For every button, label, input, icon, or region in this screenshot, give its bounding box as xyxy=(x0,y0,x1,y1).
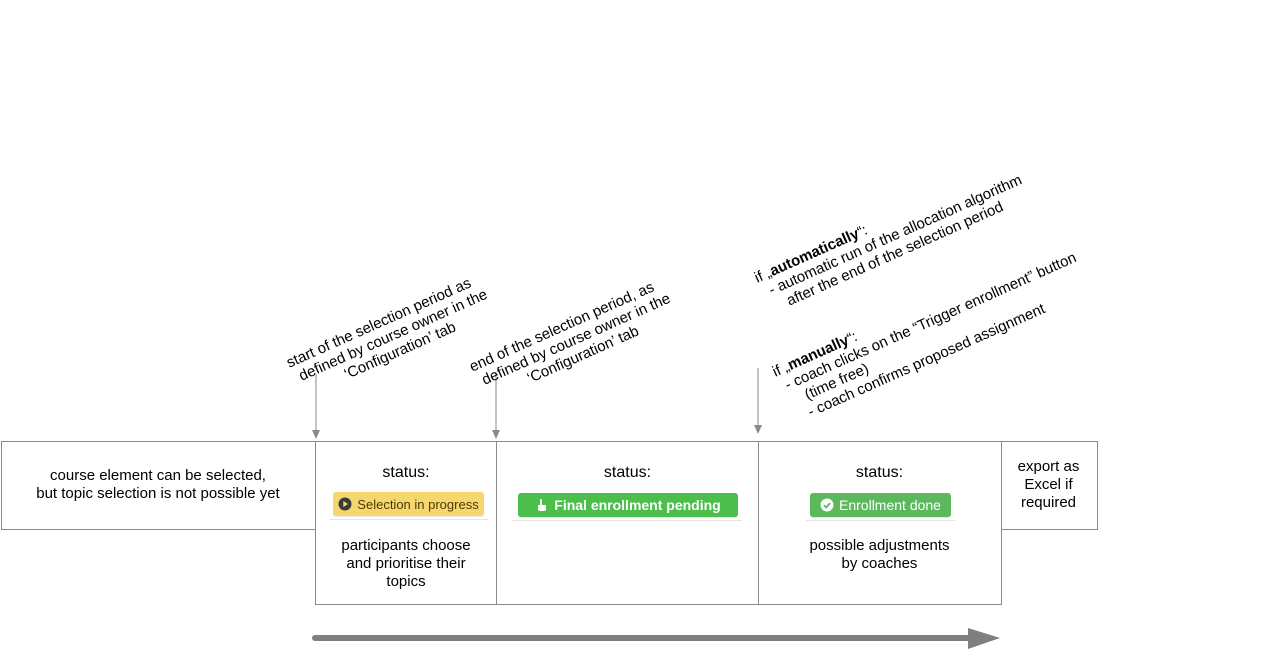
final-enrollment-pending-badge-text: Final enrollment pending xyxy=(554,497,721,513)
phase-pending-status-label: status: xyxy=(603,464,652,481)
enrollment-done-badge: Enrollment done xyxy=(810,493,951,517)
final-enrollment-pending-badge: Final enrollment pending xyxy=(518,493,738,517)
phase-export-line1: export as xyxy=(1017,458,1080,475)
phase-selection-desc-line2: and prioritise their xyxy=(346,555,466,572)
phase-selection-desc-line3: topics xyxy=(386,573,426,590)
phase-export-text: export as Excel if required xyxy=(1001,458,1096,512)
selection-badge-underline xyxy=(330,519,488,520)
phase-selection-status-label: status: xyxy=(382,464,430,481)
trigger-marker-arrowhead xyxy=(754,425,762,434)
phase-export-line2: Excel if xyxy=(1024,476,1073,493)
phase-pre-line1: course element can be selected, xyxy=(50,467,266,484)
hand-pointer-icon xyxy=(535,498,549,512)
end-marker-arrowhead xyxy=(492,430,500,439)
selection-in-progress-badge-text: Selection in progress xyxy=(357,496,479,512)
start-marker-arrowhead xyxy=(312,430,320,439)
phase-pre-text: course element can be selected, but topi… xyxy=(1,467,315,503)
phase-selection-desc: participants choose and prioritise their… xyxy=(315,537,497,591)
phase-done-desc-line2: by coaches xyxy=(841,555,918,572)
phase-export-box xyxy=(1001,441,1098,530)
play-circle-icon xyxy=(338,497,352,511)
phase-done-desc: possible adjustments by coaches xyxy=(758,537,1001,573)
phase-selection-box xyxy=(315,441,497,605)
phase-pre-box xyxy=(1,441,317,530)
phase-pre-line2: but topic selection is not possible yet xyxy=(36,485,280,502)
enrollment-done-badge-text: Enrollment done xyxy=(839,497,941,513)
phase-done-box xyxy=(758,441,1002,605)
done-badge-underline xyxy=(806,520,956,521)
pending-badge-underline xyxy=(512,520,742,521)
phase-export-line3: required xyxy=(1020,494,1077,511)
phase-done-status-label: status: xyxy=(855,464,904,481)
phase-done-desc-line1: possible adjustments xyxy=(809,537,950,554)
selection-in-progress-badge: Selection in progress xyxy=(333,492,484,516)
timeline-arrowhead xyxy=(968,628,1000,649)
check-circle-icon xyxy=(820,498,834,512)
phase-selection-desc-line1: participants choose xyxy=(341,537,471,554)
